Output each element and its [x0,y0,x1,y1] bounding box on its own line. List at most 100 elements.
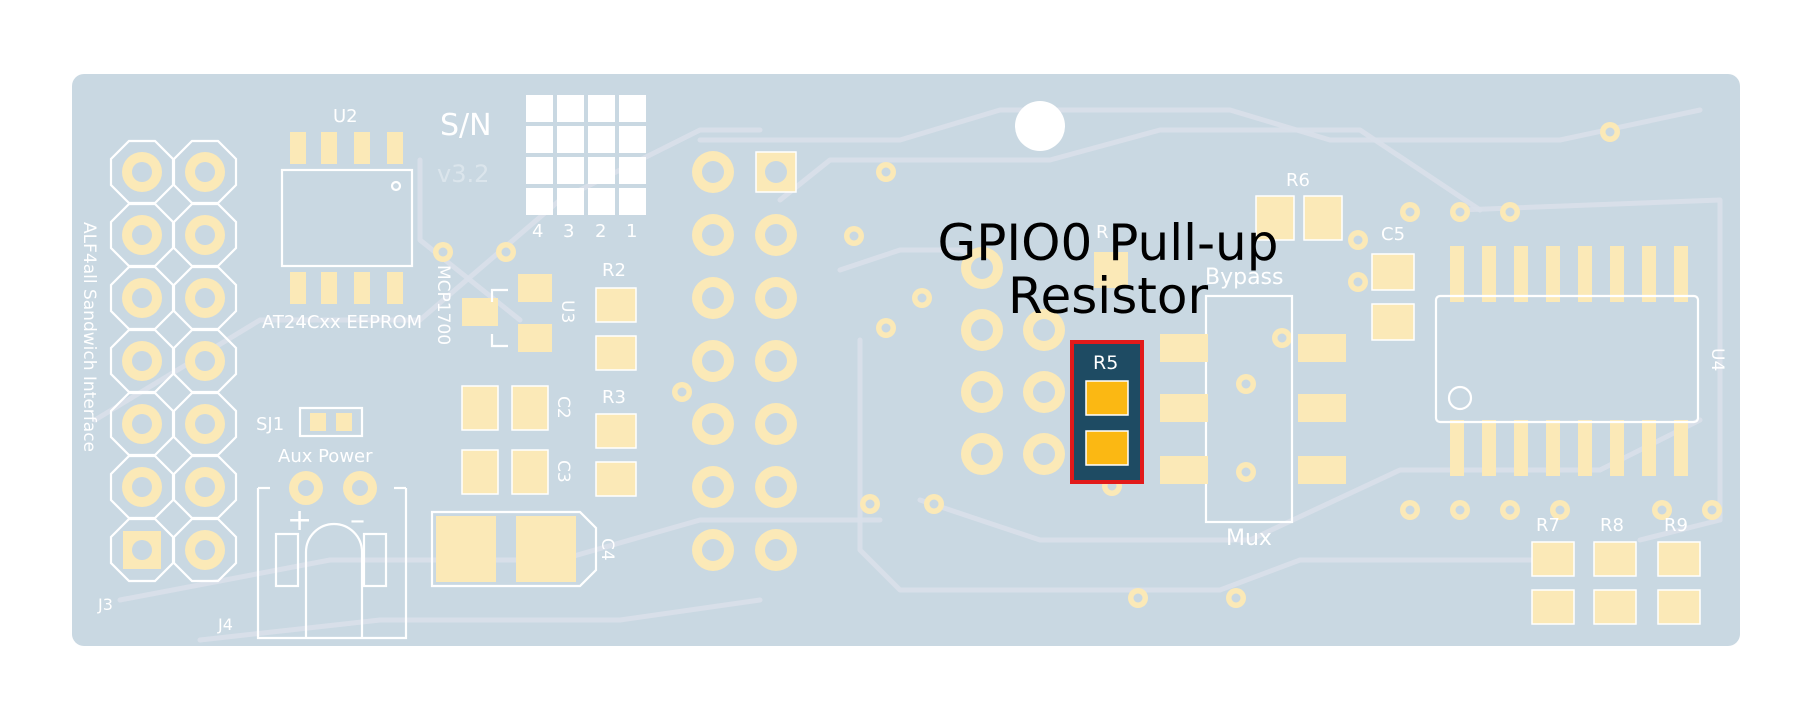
label-bypass: Bypass [1205,265,1283,290]
u4-pin-bottom [1514,420,1528,476]
via-hole [1405,207,1415,217]
serial-number-grid [526,95,646,215]
label-u2: U2 [333,106,358,127]
via-hole [1405,505,1415,515]
j3-pin-hole [132,414,152,434]
sn-grid-cell [619,126,646,153]
sn-grid-cell [588,95,615,122]
via-hole [1133,593,1143,603]
u4-pin-bottom [1482,420,1496,476]
label-minus: – [350,503,365,538]
label-c5: C5 [1381,224,1405,245]
sn-grid-cell [557,126,584,153]
label-r2: R2 [602,260,626,281]
via-hole [677,387,687,397]
resistor-r6 [1255,195,1343,241]
via-hole [1455,505,1465,515]
center-pin-hole [765,224,787,246]
center-pin-hole [702,224,724,246]
mux-pin-hole [971,257,993,279]
j3-pin-outline [172,517,238,583]
u4-pin-top [1450,246,1464,302]
j3-pin-hole [132,351,152,371]
via-hole [1505,207,1515,217]
label-plus: + [287,503,312,538]
mux-pin-hole [971,319,993,341]
via-hole [849,231,859,241]
via-hole [1231,593,1241,603]
u4-pin-bottom [1546,420,1560,476]
label-interface: ALF4all Sandwich Interface [79,222,99,452]
j3-pin-hole [132,477,152,497]
via-hole [1241,379,1251,389]
j3-pin-hole [132,540,152,560]
u4-pin-bottom [1450,420,1464,476]
via-hole [501,247,511,257]
grid-number-1: 1 [626,221,637,242]
sn-grid-cell [588,126,615,153]
capacitor-c5 [1371,253,1415,341]
label-r8: R8 [1600,515,1624,536]
callout-line-2: Resistor [1008,267,1208,325]
j3-pin-hole [195,162,215,182]
j3-pin-hole [132,225,152,245]
j3-pin-hole [195,540,215,560]
via-hole [929,499,939,509]
center-pin-hole [702,413,724,435]
j3-pin-hole [195,414,215,434]
r5-pad-bottom [1085,430,1129,466]
via-hole [1241,467,1251,477]
j3-pin-hole [132,288,152,308]
mux-pin-hole [971,443,993,465]
sn-grid-cell [619,95,646,122]
via-hole [1555,505,1565,515]
callout-line-1: GPIO0 Pull-up [938,214,1279,272]
r5-pad-top [1085,380,1129,416]
via-hole [865,499,875,509]
via-hole [1455,207,1465,217]
label-eeprom: AT24Cxx EEPROM [262,312,422,333]
chip-u2 [280,132,414,304]
via-hole [1505,505,1515,515]
jumper-sj1 [298,406,364,438]
u4-pin-top [1610,246,1624,302]
center-pin-hole [702,476,724,498]
label-j3: J3 [97,595,113,614]
sn-grid-cell [557,188,584,215]
resistor-r3 [595,413,637,497]
center-pin-hole [765,161,787,183]
u4-pin-bottom [1674,420,1688,476]
label-j4: J4 [217,615,233,634]
via-hole [1353,235,1363,245]
label-r9: R9 [1664,515,1688,536]
center-pin-hole [702,161,724,183]
via-hole [917,293,927,303]
mux-pin-hole [1033,319,1055,341]
center-pin-hole [765,539,787,561]
header-j3 [109,139,238,583]
mux-pin-hole [971,381,993,403]
chip-mux [1160,294,1346,524]
label-aux-power: Aux Power [278,446,373,467]
label-version: v3.2 [437,160,489,188]
resistors-r7-r9 [1531,541,1701,625]
mux-pin-hole [1033,443,1055,465]
label-c4: C4 [597,538,617,561]
label-r-partial: R [1096,222,1109,243]
u4-pin-top [1642,246,1656,302]
via-hole [1657,505,1667,515]
center-pin-hole [702,539,724,561]
j3-pin-outline [109,517,175,583]
j3-pin-hole [195,477,215,497]
u4-pin-top [1482,246,1496,302]
via-hole [1707,505,1717,515]
grid-number-2: 2 [595,221,606,242]
sn-grid-cell [588,157,615,184]
sn-grid-cell [526,126,553,153]
j3-pin-hole [195,351,215,371]
center-pin-hole [702,350,724,372]
j3-pin-hole [195,288,215,308]
u4-pin-bottom [1578,420,1592,476]
resistor-r2 [595,287,637,371]
